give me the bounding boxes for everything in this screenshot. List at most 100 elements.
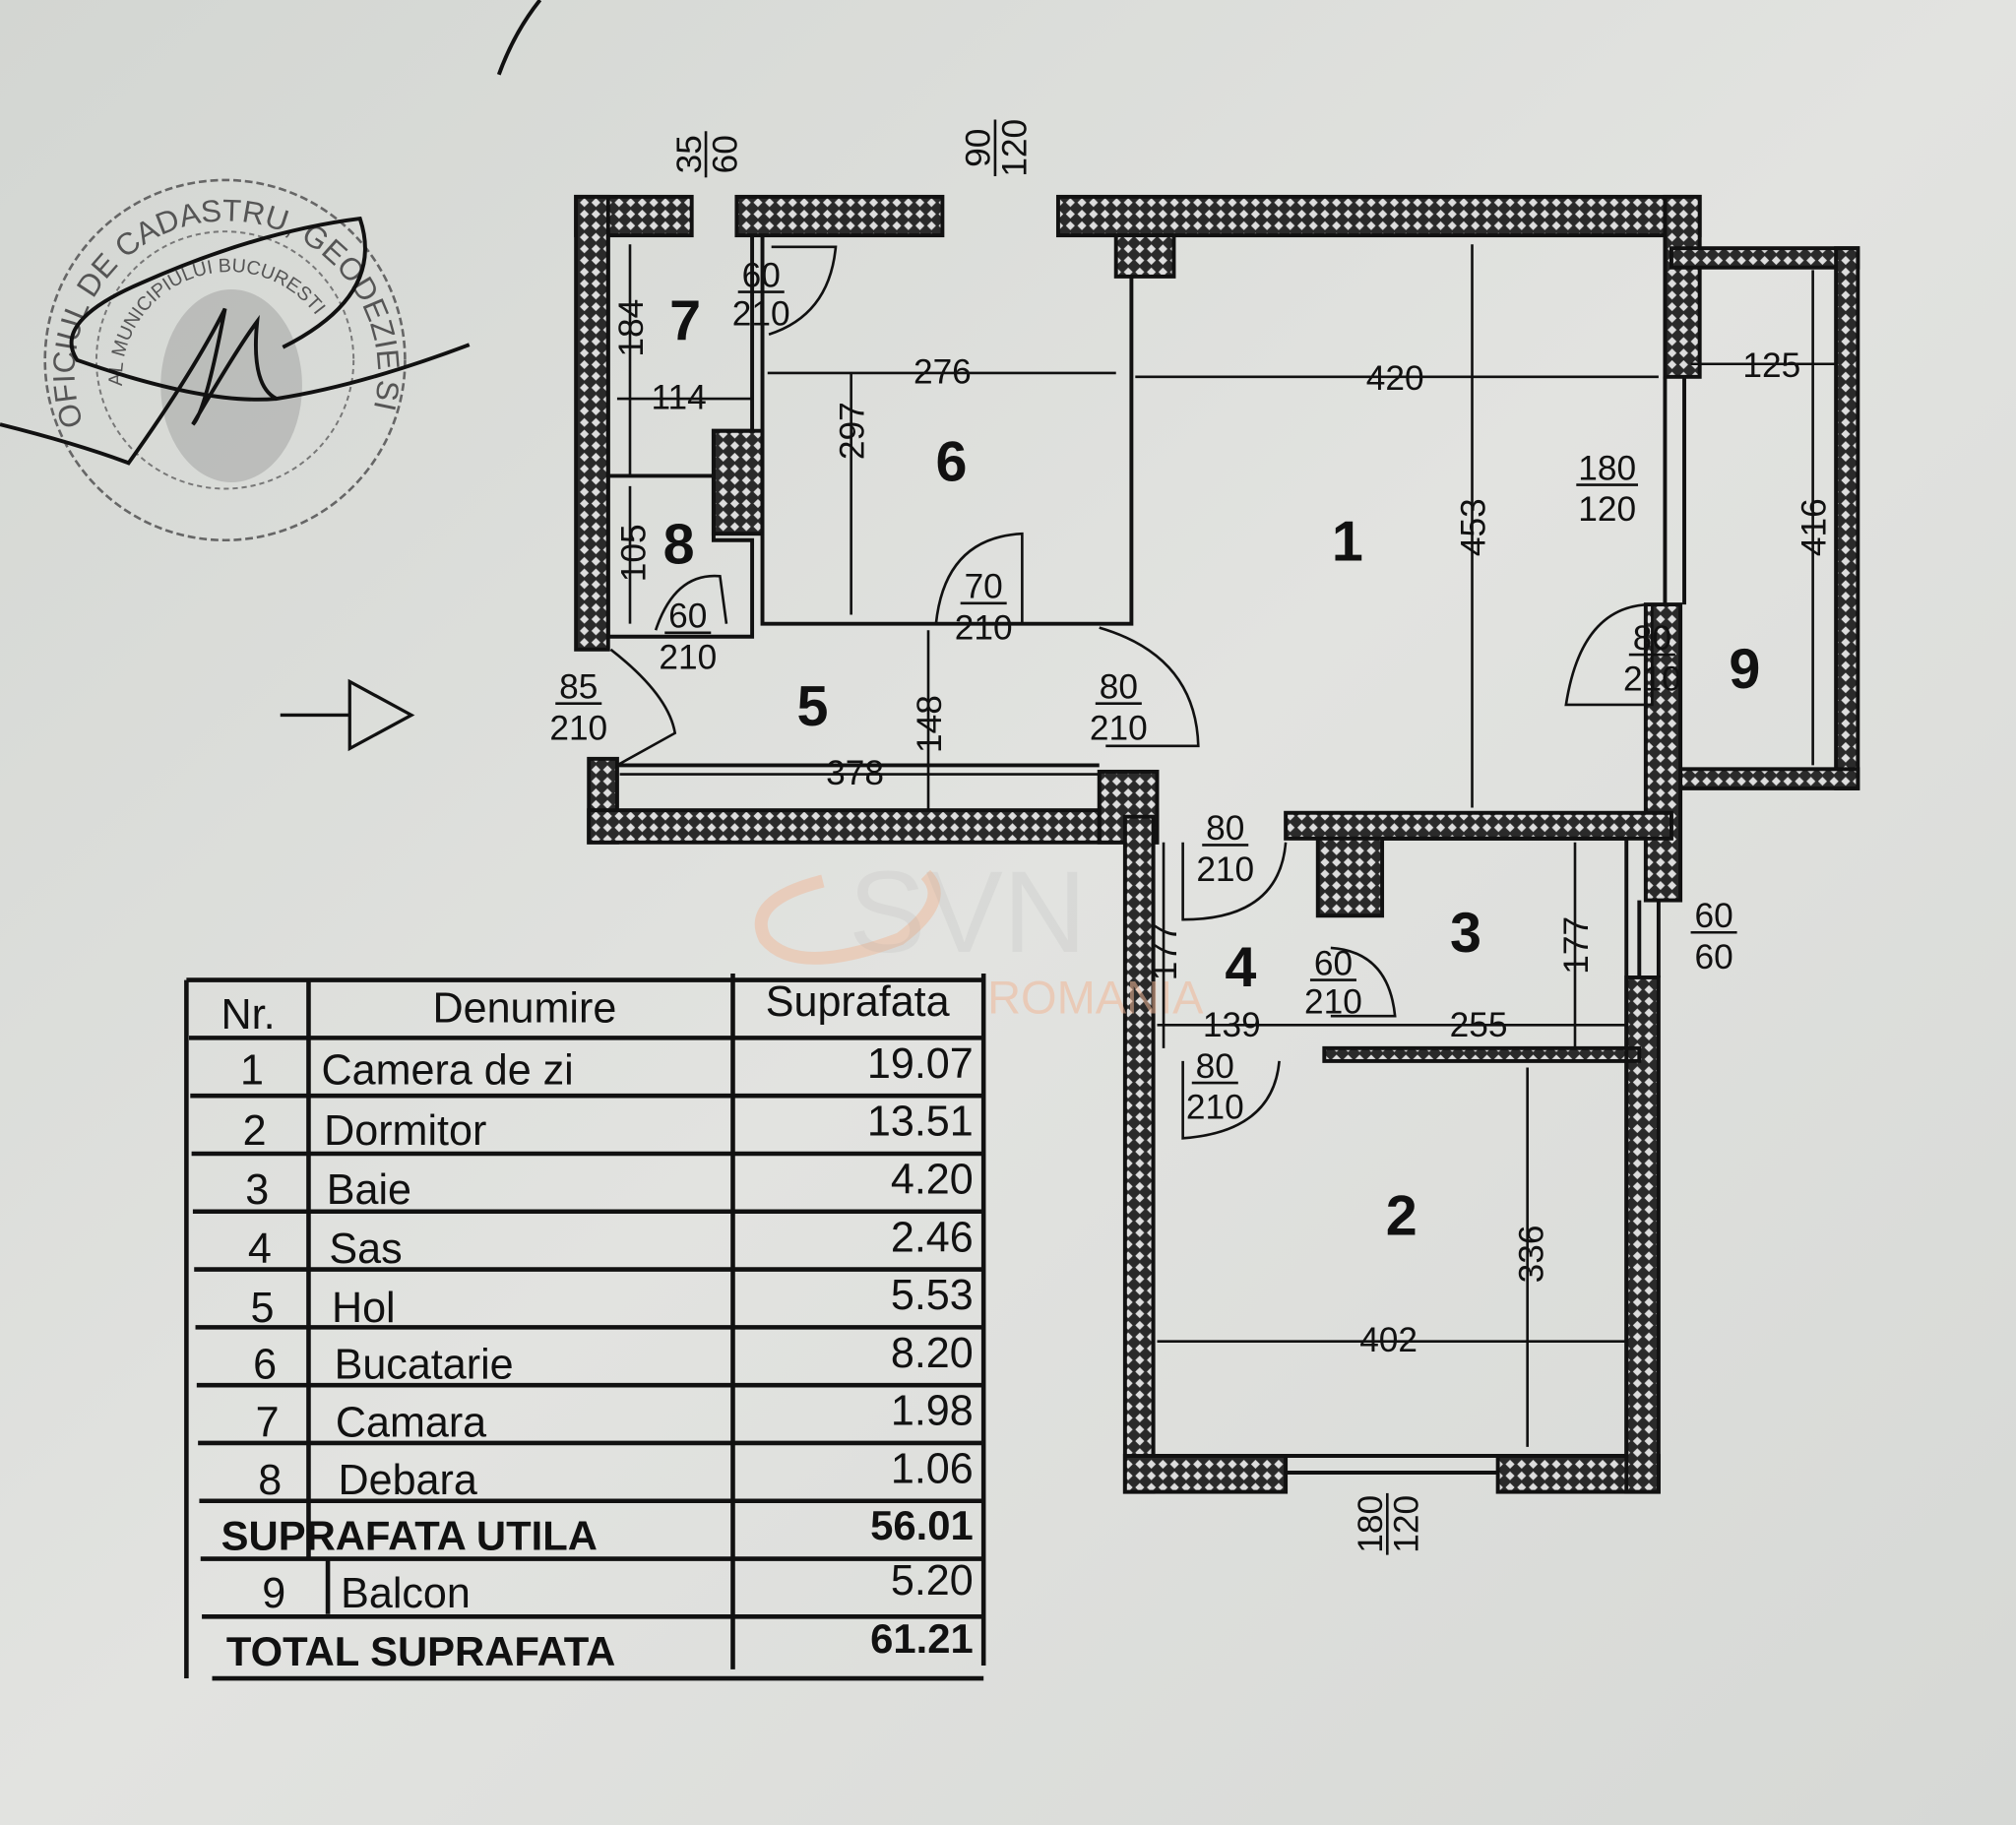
- svg-text:TOTAL SUPRAFATA: TOTAL SUPRAFATA: [226, 1628, 615, 1674]
- svg-text:Bucatarie: Bucatarie: [335, 1342, 514, 1389]
- svg-text:1.98: 1.98: [891, 1388, 974, 1435]
- watermark-country: ROMANIA: [987, 972, 1204, 1024]
- dim-label: 60: [1314, 944, 1353, 982]
- svg-text:8.20: 8.20: [891, 1330, 974, 1377]
- dim-label: 210: [1304, 983, 1362, 1022]
- svg-text:2.46: 2.46: [891, 1214, 974, 1261]
- svg-text:Hol: Hol: [332, 1285, 396, 1332]
- room-number-4: 4: [1225, 936, 1256, 999]
- svg-text:8: 8: [258, 1457, 282, 1504]
- svg-text:5.20: 5.20: [891, 1557, 974, 1605]
- svg-text:Camera de zi: Camera de zi: [322, 1046, 574, 1094]
- room-number-5: 5: [796, 675, 828, 738]
- table-row: 5 Hol 5.53: [250, 1272, 973, 1332]
- svg-text:7: 7: [256, 1399, 280, 1446]
- dim-label: 139: [1203, 1006, 1261, 1044]
- dim-label: 120: [1578, 490, 1636, 529]
- svg-text:Dormitor: Dormitor: [324, 1107, 486, 1155]
- room-number-3: 3: [1450, 902, 1481, 965]
- dim-label: 276: [914, 352, 972, 391]
- dim-label: 114: [652, 378, 707, 416]
- table-row: 8 Debara 1.06: [258, 1445, 973, 1504]
- table-row: 7 Camara 1.98: [256, 1388, 974, 1447]
- dim-label: 453: [1455, 498, 1493, 556]
- dim-label: 210: [659, 638, 717, 676]
- total-area-row: TOTAL SUPRAFATA 61.21: [226, 1615, 974, 1674]
- svg-text:1: 1: [240, 1046, 264, 1094]
- door-swings: [609, 245, 1654, 1140]
- dim-label: 177: [1146, 922, 1184, 980]
- dim-label: 402: [1359, 1321, 1418, 1359]
- dim-label: 420: [1366, 359, 1424, 398]
- svg-text:5.53: 5.53: [891, 1272, 974, 1319]
- dim-label: 60: [742, 256, 781, 294]
- entrance-arrow-icon: [280, 678, 415, 752]
- svg-text:5: 5: [250, 1285, 274, 1332]
- balcony-row: 9 Balcon 5.20: [262, 1557, 974, 1617]
- svg-text:Camara: Camara: [336, 1399, 486, 1446]
- dim-label: 184: [612, 299, 651, 357]
- dim-label: 297: [834, 402, 872, 460]
- dim-label: 60: [1694, 897, 1732, 935]
- table-row: 2 Dormitor 13.51: [243, 1099, 974, 1155]
- dim-label: 80: [1196, 1047, 1234, 1086]
- dim-label: 80: [1206, 809, 1244, 848]
- dim-label: 210: [549, 709, 607, 747]
- watermark-brand: SVN: [849, 848, 1087, 976]
- dim-label: 148: [911, 695, 949, 753]
- svg-text:9: 9: [262, 1570, 285, 1617]
- dim-label: 416: [1796, 498, 1834, 556]
- dim-label: 120: [995, 119, 1034, 177]
- dim-label: 85: [559, 667, 598, 706]
- table-row: 3 Baie 4.20: [245, 1156, 973, 1213]
- svg-text:Baie: Baie: [327, 1166, 411, 1214]
- header-denumire: Denumire: [433, 985, 617, 1033]
- table-row: 4 Sas 2.46: [248, 1214, 974, 1273]
- dim-label: 35: [670, 135, 709, 173]
- signature: [0, 216, 471, 466]
- dim-label: 180: [1578, 449, 1636, 487]
- dim-label: 90: [960, 129, 998, 167]
- svg-text:13.51: 13.51: [867, 1099, 974, 1146]
- dim-label: 210: [732, 295, 790, 334]
- pen-stroke: [496, 0, 542, 76]
- dim-label: 105: [615, 524, 654, 582]
- dim-label: 210: [1196, 850, 1254, 889]
- walls: [574, 194, 1860, 1494]
- room-number-2: 2: [1386, 1184, 1418, 1247]
- dim-label: 60: [706, 135, 744, 173]
- room-number-6: 6: [936, 431, 968, 494]
- svg-text:Balcon: Balcon: [341, 1570, 471, 1617]
- svg-text:19.07: 19.07: [867, 1040, 974, 1088]
- svg-text:2: 2: [243, 1107, 267, 1155]
- dim-label: 177: [1557, 916, 1596, 975]
- dim-label: 255: [1450, 1006, 1508, 1044]
- room-number-9: 9: [1729, 638, 1760, 701]
- room-number-1: 1: [1332, 511, 1363, 574]
- svg-text:4.20: 4.20: [891, 1156, 974, 1203]
- room-number-7: 7: [669, 289, 701, 352]
- dimension-lines: [616, 244, 1837, 1447]
- svg-text:Sas: Sas: [329, 1226, 402, 1273]
- room-numbers: 1 2 3 4 5 6 7 8 9: [663, 289, 1761, 1247]
- dim-label: 80: [1633, 619, 1671, 658]
- svg-text:6: 6: [253, 1342, 277, 1389]
- dim-label: 60: [668, 598, 707, 636]
- header-nr: Nr.: [221, 991, 276, 1038]
- table-row: 1 Camera de zi 19.07: [240, 1040, 974, 1095]
- svg-text:SUPRAFATA UTILA: SUPRAFATA UTILA: [221, 1512, 598, 1558]
- dim-label: 378: [826, 754, 884, 792]
- svg-text:Debara: Debara: [339, 1457, 477, 1504]
- svg-text:3: 3: [245, 1166, 269, 1214]
- svg-text:61.21: 61.21: [870, 1615, 974, 1662]
- svg-text:4: 4: [248, 1226, 272, 1273]
- svg-text:1.06: 1.06: [891, 1445, 974, 1492]
- dim-label: 210: [955, 608, 1013, 647]
- dim-label: 120: [1388, 1495, 1426, 1553]
- dim-label: 210: [1623, 661, 1681, 699]
- dim-label: 180: [1352, 1495, 1390, 1553]
